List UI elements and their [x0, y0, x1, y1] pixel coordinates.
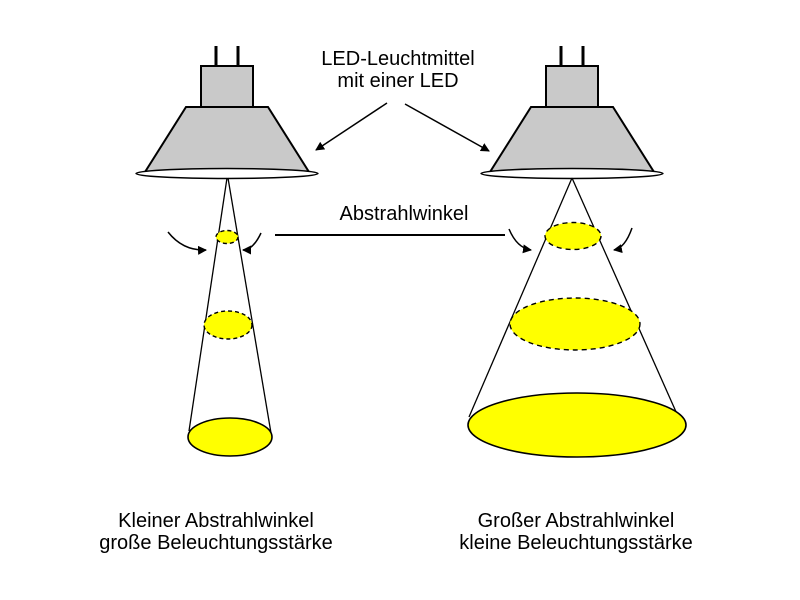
- left-caption-line2: große Beleuchtungsstärke: [99, 532, 333, 554]
- led-lamp-right: [480, 46, 664, 180]
- wide-beam-cone: [467, 177, 687, 458]
- led-lamp-left: [135, 46, 319, 180]
- cone-edge: [468, 177, 573, 418]
- lamp-rim: [480, 167, 664, 180]
- diagram-title: LED-Leuchtmittel mit einer LED: [321, 48, 474, 92]
- beam-spot-small: [215, 229, 239, 245]
- beam-spot-floor: [467, 392, 687, 458]
- diagram-title-line2: mit einer LED: [337, 70, 459, 92]
- beam-spot-mid: [509, 297, 641, 351]
- left-caption-line1: Kleiner Abstrahlwinkel: [118, 510, 314, 532]
- title-arrow-left-icon: [315, 102, 388, 151]
- left-caption: Kleiner Abstrahlwinkel große Beleuchtung…: [99, 510, 332, 554]
- angle-arrow-left-outer-icon: [167, 231, 207, 255]
- lamp-socket: [200, 65, 254, 108]
- cone-edge: [571, 177, 682, 424]
- right-caption-line1: Großer Abstrahlwinkel: [477, 510, 675, 532]
- lamp-socket: [545, 65, 599, 108]
- angle-arrow-right-outer-icon: [613, 227, 633, 253]
- beam-angle-label: Abstrahlwinkel: [340, 203, 469, 225]
- cone-edge: [188, 177, 228, 432]
- diagram-title-line1: LED-Leuchtmittel: [321, 48, 475, 70]
- lamp-rim: [135, 167, 319, 180]
- narrow-beam-cone: [187, 177, 273, 457]
- angle-arrow-right-inner-icon: [508, 228, 532, 254]
- title-arrow-right-icon: [404, 103, 490, 152]
- beam-spot-small: [544, 221, 602, 251]
- lamp-body: [488, 106, 656, 173]
- cone-edge: [227, 177, 272, 434]
- right-caption-line2: kleine Beleuchtungsstärke: [459, 532, 693, 554]
- right-caption: Großer Abstrahlwinkel kleine Beleuchtung…: [459, 510, 692, 554]
- angle-arrow-left-inner-icon: [242, 232, 262, 255]
- beam-spot-mid: [203, 310, 253, 340]
- beam-spot-floor: [187, 417, 273, 457]
- lamp-body: [143, 106, 311, 173]
- beam-angle-label-text: Abstrahlwinkel: [339, 203, 469, 225]
